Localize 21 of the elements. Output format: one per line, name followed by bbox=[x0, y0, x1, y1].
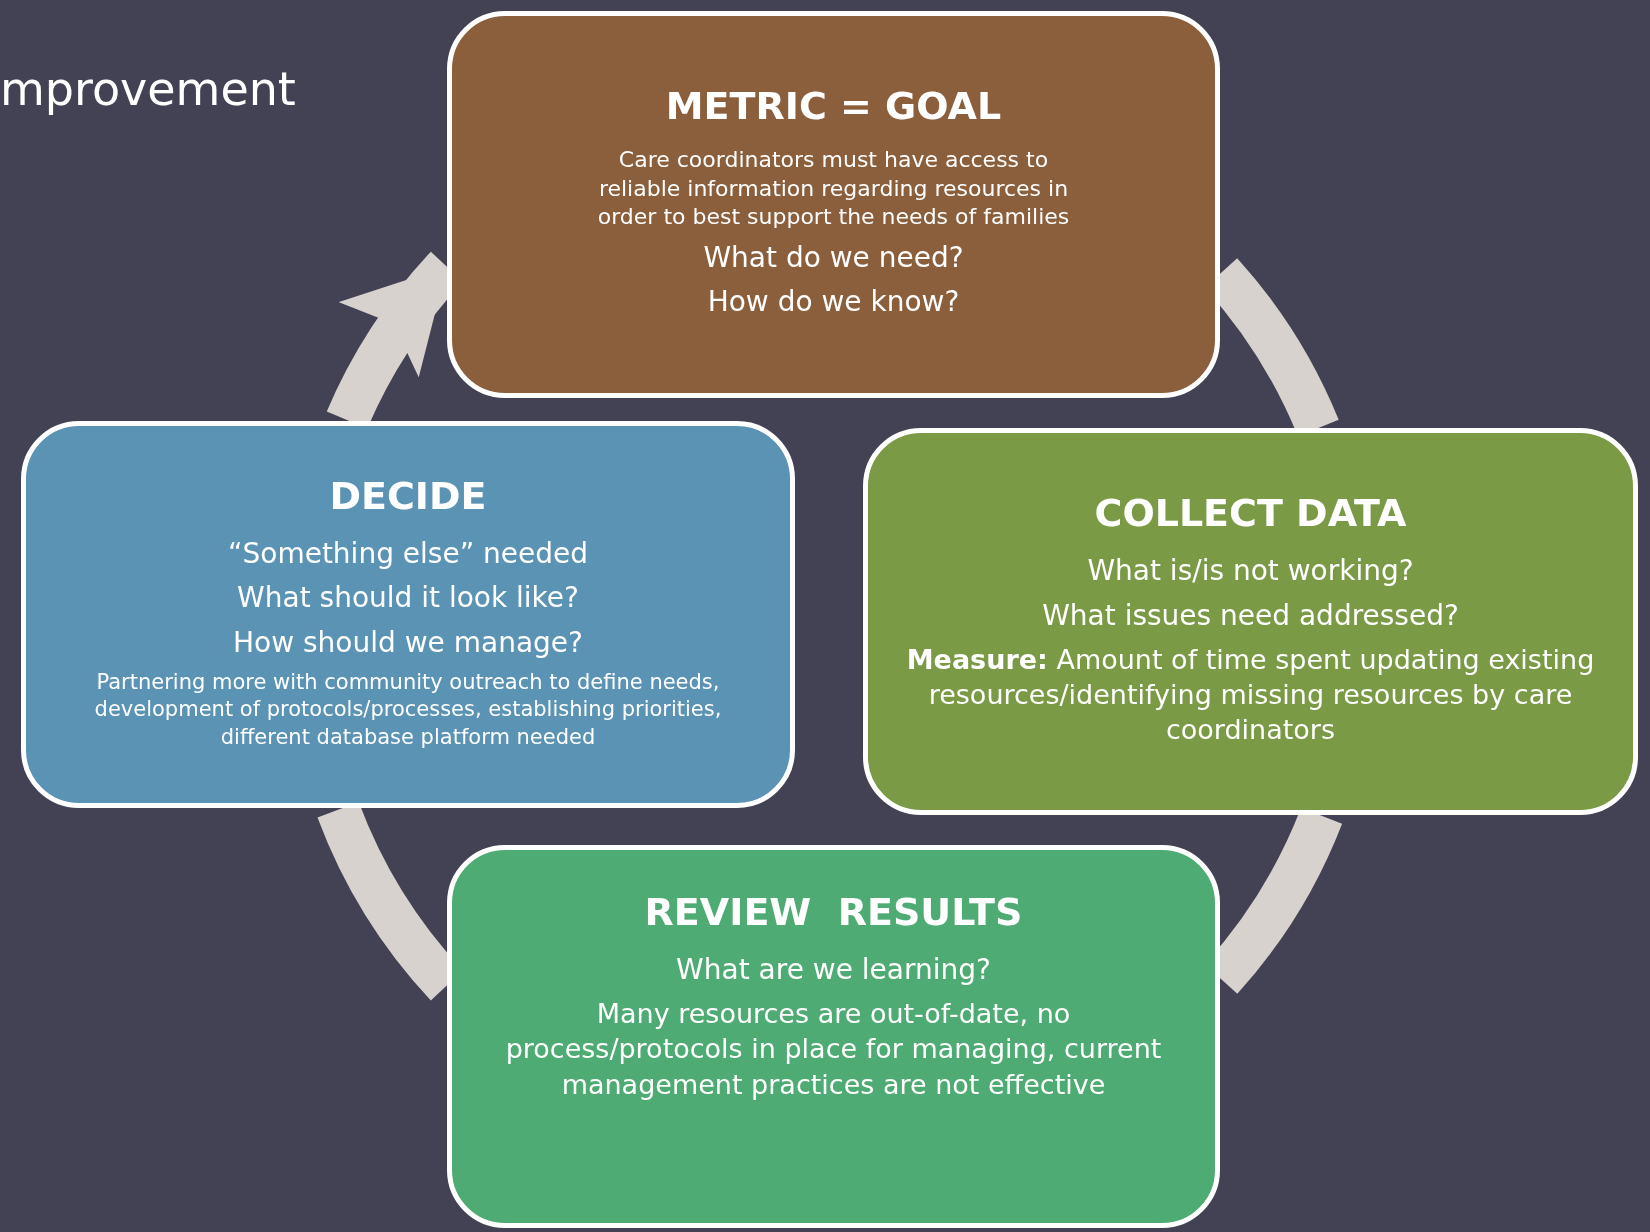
box-text: What issues need addressed? bbox=[1042, 597, 1459, 634]
box-text: Care coordinators must have access to reliable information regarding resources in order to best support the needs of families bbox=[596, 146, 1071, 232]
box-heading: METRIC = GOAL bbox=[665, 84, 1002, 129]
box-heading: COLLECT DATA bbox=[1094, 491, 1407, 536]
box-text: Measure: Amount of time spent updating existing resources/identifying missing resources by care coordinators bbox=[905, 643, 1596, 748]
box-heading: REVIEW RESULTS bbox=[644, 890, 1023, 934]
box-text: Partnering more with community outreach to define needs, development of protocols/processes, establishing priorities, different database platform needed bbox=[93, 669, 723, 751]
box-text: How do we know? bbox=[707, 284, 960, 321]
box-text: Many resources are out-of-date, no process/protocols in place for managing, current management practices are not effective bbox=[504, 997, 1163, 1102]
box-text: What should it look like? bbox=[237, 580, 579, 617]
box-heading: DECIDE bbox=[329, 473, 487, 518]
box-text: How should we manage? bbox=[233, 624, 583, 661]
review-results-box bbox=[447, 845, 1220, 1228]
box-text: What do we need? bbox=[703, 240, 964, 276]
decide-box bbox=[21, 421, 795, 808]
box-text: “Something else” needed bbox=[227, 535, 588, 572]
goal-box bbox=[447, 11, 1220, 398]
box-text: What is/is not working? bbox=[1087, 553, 1414, 590]
box-text: What are we learning? bbox=[676, 952, 991, 988]
collect-data-box bbox=[863, 428, 1638, 815]
title: mprovement bbox=[0, 62, 296, 116]
